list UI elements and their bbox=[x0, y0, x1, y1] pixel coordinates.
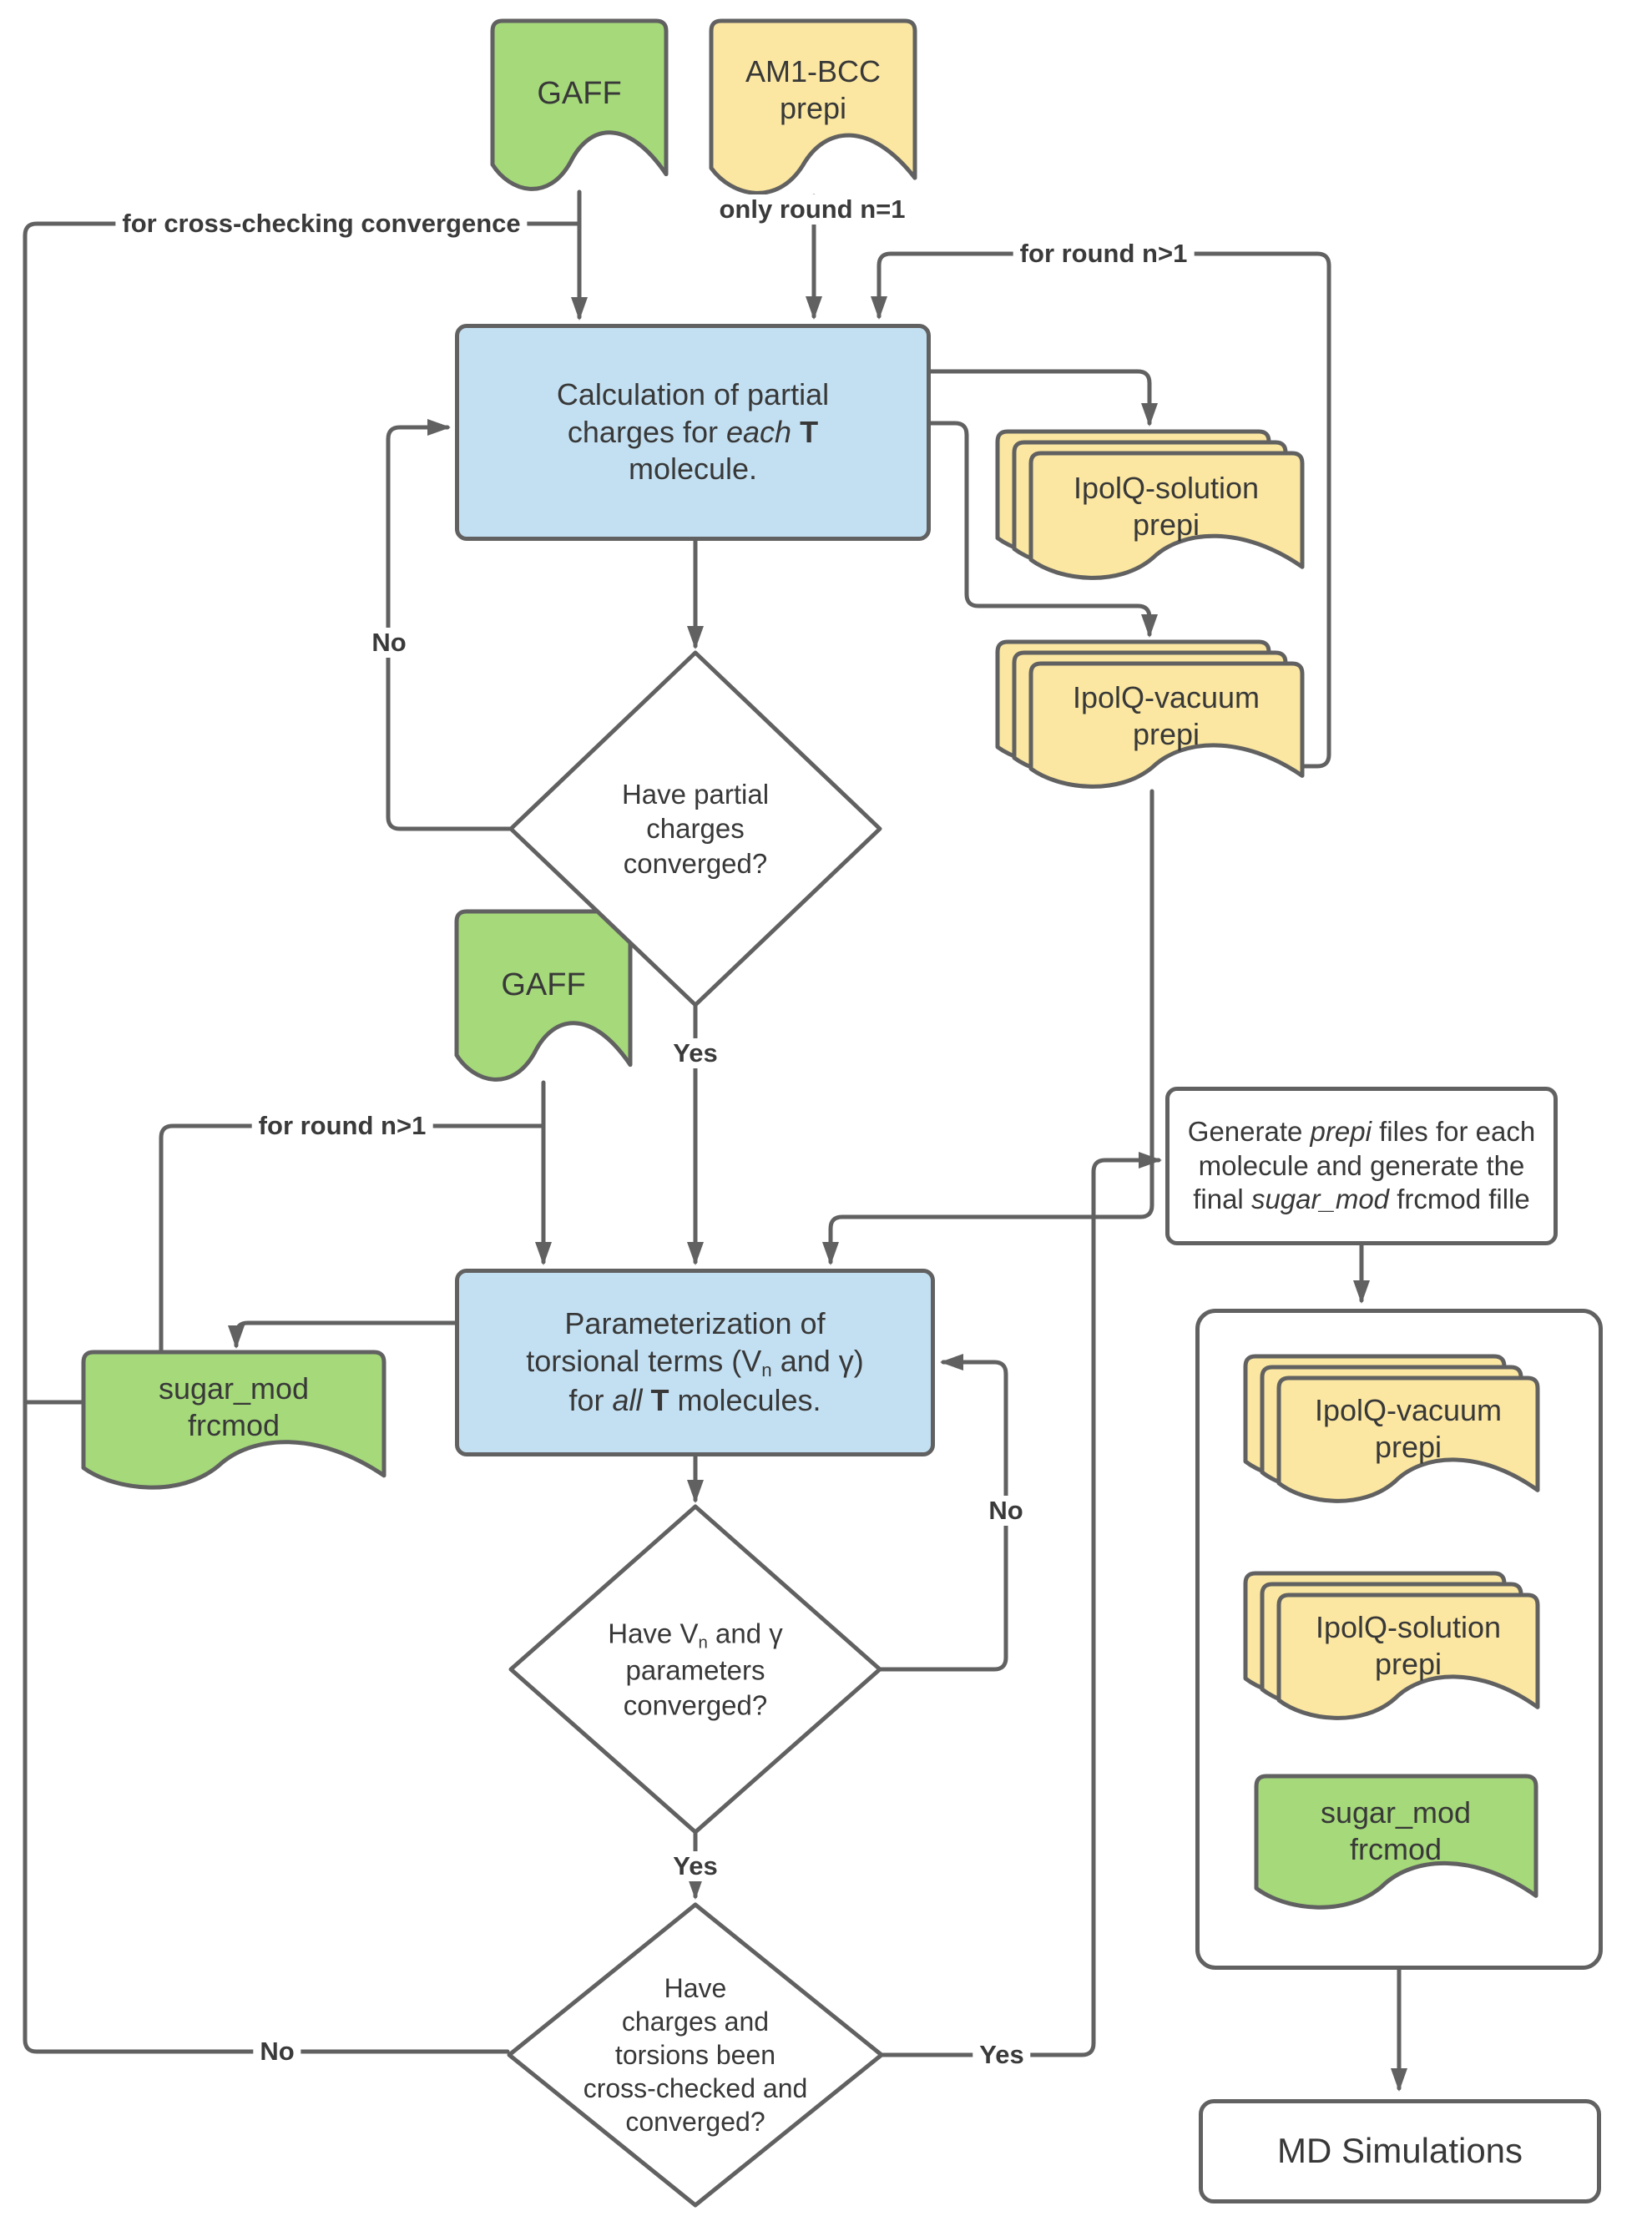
parameterization-box[interactable]: Parameterization of torsional terms (Vn … bbox=[455, 1269, 935, 1456]
ipolq-vacuum-stack-page3[interactable] bbox=[1028, 661, 1305, 789]
gaff-mid-label: GAFF bbox=[501, 967, 586, 1002]
edge-crosscheck-rail bbox=[23, 221, 582, 2054]
gen-line3: final sugar_mod frcmod fille bbox=[1193, 1184, 1530, 1215]
gaff-top-label: GAFF bbox=[537, 75, 622, 111]
am1-bcc-doc[interactable] bbox=[709, 18, 917, 195]
gen-line1: Generate prepi files for each bbox=[1187, 1115, 1536, 1147]
gen-line2: molecule and generate the bbox=[1198, 1149, 1525, 1181]
label-yes2: Yes bbox=[666, 1851, 725, 1881]
param-line3: for all T molecules. bbox=[568, 1382, 821, 1417]
label-only-round-n1: only round n=1 bbox=[712, 194, 912, 225]
diamond1-label: Have partial charges converged? bbox=[621, 779, 770, 879]
edge-param-to-sugarmod bbox=[228, 1320, 457, 1349]
calc-line3: molecule. bbox=[628, 452, 758, 487]
calc-line2: charges for each T bbox=[567, 414, 819, 449]
label-cross-checking: for cross-checking convergence bbox=[115, 209, 528, 239]
out-vacuum-stack-page3[interactable] bbox=[1276, 1376, 1540, 1503]
diamond2-label: Have Vn and γ parameters converged? bbox=[608, 1618, 783, 1721]
edge-calc-to-solution bbox=[928, 369, 1158, 427]
document-shapes bbox=[81, 18, 1540, 1910]
calc-line1: Calculation of partial bbox=[556, 377, 830, 412]
label-round-n-gt1-top: for round n>1 bbox=[1013, 239, 1195, 269]
generate-files-box[interactable]: Generate prepi files for each molecule a… bbox=[1165, 1087, 1558, 1245]
label-no3: No bbox=[253, 2037, 301, 2067]
edge-calc-to-vacuum bbox=[928, 421, 1158, 638]
out-solution-stack-page3[interactable] bbox=[1276, 1593, 1540, 1720]
label-no2: No bbox=[982, 1496, 1030, 1526]
param-line2: torsional terms (Vn and γ) bbox=[526, 1344, 864, 1381]
md-simulations-box[interactable]: MD Simulations bbox=[1199, 2099, 1601, 2203]
ipolq-solution-stack-page3[interactable] bbox=[1028, 451, 1305, 580]
diamond-cross-checked[interactable] bbox=[507, 1902, 884, 2208]
gaff-top-doc[interactable] bbox=[490, 18, 669, 191]
diamond-charges-converged[interactable] bbox=[508, 650, 882, 1007]
edge-vacuum-to-param bbox=[822, 789, 1154, 1265]
decision-diamonds bbox=[507, 650, 884, 2208]
md-label: MD Simulations bbox=[1276, 2131, 1523, 2171]
calc-partial-charges-box[interactable]: Calculation of partial charges for each … bbox=[455, 324, 931, 541]
out-sugar-doc[interactable] bbox=[1254, 1774, 1538, 1910]
param-line1: Parameterization of bbox=[564, 1306, 826, 1341]
label-yes1: Yes bbox=[666, 1038, 725, 1068]
label-round-n-gt1-left: for round n>1 bbox=[251, 1111, 433, 1141]
edge-yes3-to-generate bbox=[879, 1152, 1162, 2057]
diamond3-label: Have charges and torsions been cross-che… bbox=[583, 1973, 808, 2137]
edge-vacuum-loop-round-n-gt1 bbox=[871, 251, 1331, 769]
edge-sugarmod-round-n-gt1 bbox=[159, 1123, 544, 1354]
label-no1: No bbox=[365, 628, 413, 658]
sugar-mod-doc[interactable] bbox=[81, 1350, 386, 1490]
diamond-vn-converged[interactable] bbox=[508, 1504, 882, 1835]
label-yes3: Yes bbox=[973, 2040, 1031, 2070]
